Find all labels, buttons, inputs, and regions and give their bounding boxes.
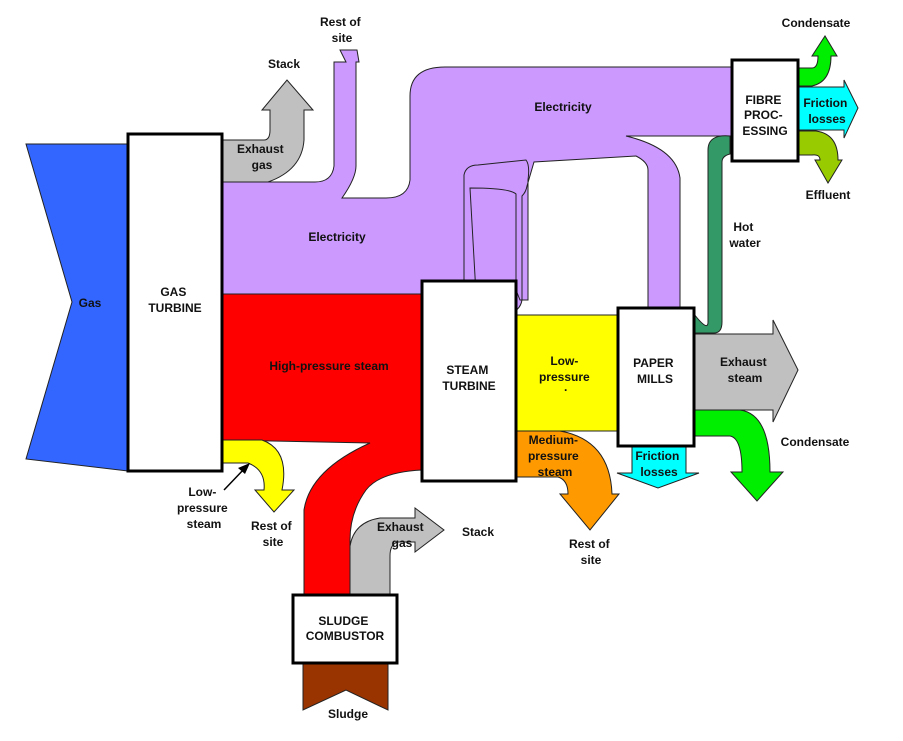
flow-condensate-fp xyxy=(797,35,838,87)
label-condensate-pm: Condensate xyxy=(781,435,850,449)
label-stack-top: Stack xyxy=(268,57,300,71)
label-electricity-1: Electricity xyxy=(308,230,366,244)
label-low-pressure-st: Low- pressure · xyxy=(539,354,593,397)
label-rest-of-site-mp: Rest of site xyxy=(569,537,613,567)
label-exhaust-gas-top: Exhaust gas xyxy=(237,142,287,172)
label-electricity-2: Electricity xyxy=(534,100,592,114)
flow-low-pressure-steam-st xyxy=(515,314,619,432)
flow-friction-losses-fp xyxy=(797,79,859,139)
node-label-gas-turbine: GAS TURBINE xyxy=(148,285,201,315)
flow-sludge xyxy=(302,662,389,711)
flow-condensate-pm xyxy=(693,409,785,502)
label-effluent: Effluent xyxy=(806,188,851,202)
label-friction-losses-pm: Friction losses xyxy=(635,449,682,479)
label-condensate-fp: Condensate xyxy=(782,16,851,30)
node-label-sludge-combustor: SLUDGE COMBUSTOR xyxy=(306,614,385,643)
node-fibre-processing xyxy=(730,58,800,163)
node-sludge-combustor xyxy=(291,593,399,665)
flow-electricity xyxy=(221,49,733,315)
node-label-fibre-processing: FIBRE PROC- ESSING xyxy=(742,93,787,138)
pointer-arrow xyxy=(223,467,246,491)
flow-low-pressure-steam-gt xyxy=(221,439,296,513)
label-gas: Gas xyxy=(79,296,102,310)
label-exhaust-gas-sludge: Exhaust gas xyxy=(377,520,427,550)
flow-gas xyxy=(25,143,129,472)
node-paper-mills xyxy=(616,306,696,448)
label-medium-pressure-steam: Medium- pressure steam xyxy=(528,433,582,479)
label-hot-water: Hot water xyxy=(728,220,761,250)
flow-effluent xyxy=(797,130,843,184)
node-gas-turbine xyxy=(126,132,224,473)
label-low-pressure-steam-gt: Low- pressure steam xyxy=(177,485,231,531)
node-steam-turbine xyxy=(420,279,518,483)
flow-exhaust-gas-gt xyxy=(221,79,315,183)
label-rest-of-site-lp: Rest of site xyxy=(251,519,295,549)
label-exhaust-steam: Exhaust steam xyxy=(720,355,770,385)
label-rest-of-site-top: Rest of site xyxy=(320,15,364,45)
label-sludge: Sludge xyxy=(328,707,368,721)
flow-high-pressure-steam xyxy=(221,293,423,596)
node-label-steam-turbine: STEAM TURBINE xyxy=(442,363,495,393)
label-high-pressure-steam: High-pressure steam xyxy=(269,359,388,373)
flow-exhaust-gas-sludge xyxy=(349,506,445,596)
label-stack-sludge: Stack xyxy=(462,525,494,539)
flow-medium-pressure-steam xyxy=(515,430,621,531)
pointer-arrowhead xyxy=(238,463,250,474)
label-friction-losses-fp: Friction losses xyxy=(803,96,850,126)
flow-friction-losses-pm xyxy=(616,445,700,489)
flow-hot-water xyxy=(693,135,731,334)
node-label-paper-mills: PAPER MILLS xyxy=(633,356,677,386)
